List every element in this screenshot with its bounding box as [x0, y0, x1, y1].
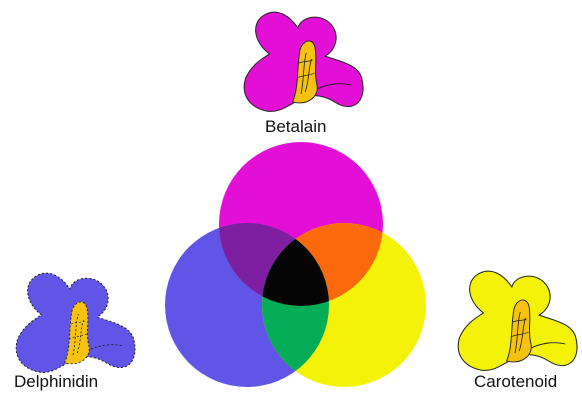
flower-icon [458, 271, 577, 370]
flower-icon [244, 12, 363, 111]
flower-icon [16, 273, 135, 372]
delphinidin-label: Delphinidin [14, 373, 98, 390]
betalain-label: Betalain [265, 118, 326, 135]
carotenoid-label: Carotenoid [474, 373, 557, 390]
